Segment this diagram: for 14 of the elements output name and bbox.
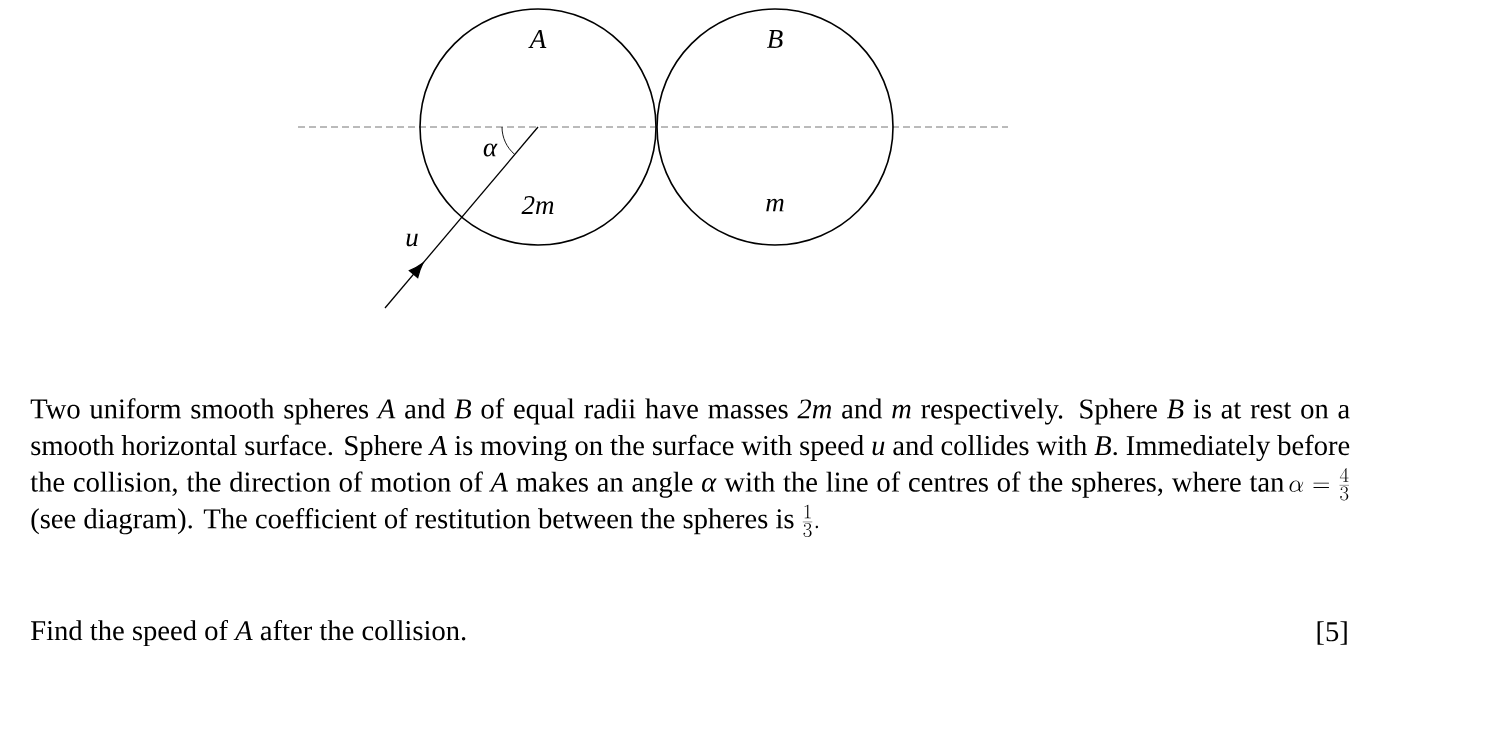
label: $\frac{1}{3}.$ (802, 504, 819, 538)
question-text: Two uniform smooth spheres A and B of equal radii have masses 2m and m respectively. Sphere B is at rest on a smooth horizontal surface. Sphere A is moving on the surface with speed u and collides with B. Immediately before the collision, the direction of motion of A makes an angle α with the line of centres of the spheres, where $\tan\alpha = \frac{4}{3}$ (see diagram). The coefficient of restitution between the spheres is $\frac{1}{3}.$ (30, 398, 1350, 538)
sphere-label: B (767, 30, 783, 48)
mark-allocation: [5] (1317, 621, 1347, 645)
sphere-label: A (528, 30, 547, 48)
angle-label: α (483, 143, 498, 157)
label: Two uniform smooth spheres A and B of equal radii have masses 2m and m respectively. Sphere B is at rest on a (30, 398, 1350, 425)
label: $\tan\alpha = \frac{4}{3}$ (1249, 467, 1349, 501)
label: the collision, the direction of motion of A makes an angle α with the line of centres of the spheres, where (30, 471, 1241, 498)
mass-label: m (766, 198, 784, 212)
label: smooth horizontal surface. Sphere A is moving on the surface with speed u and collides with B. Immediately before (31, 434, 1350, 462)
question-prompt: Find the speed of A after the collision. (31, 619, 466, 647)
label: (see diagram). The coefficient of restitution between the spheres is (31, 508, 794, 535)
mass-label: 2m (521, 196, 554, 214)
